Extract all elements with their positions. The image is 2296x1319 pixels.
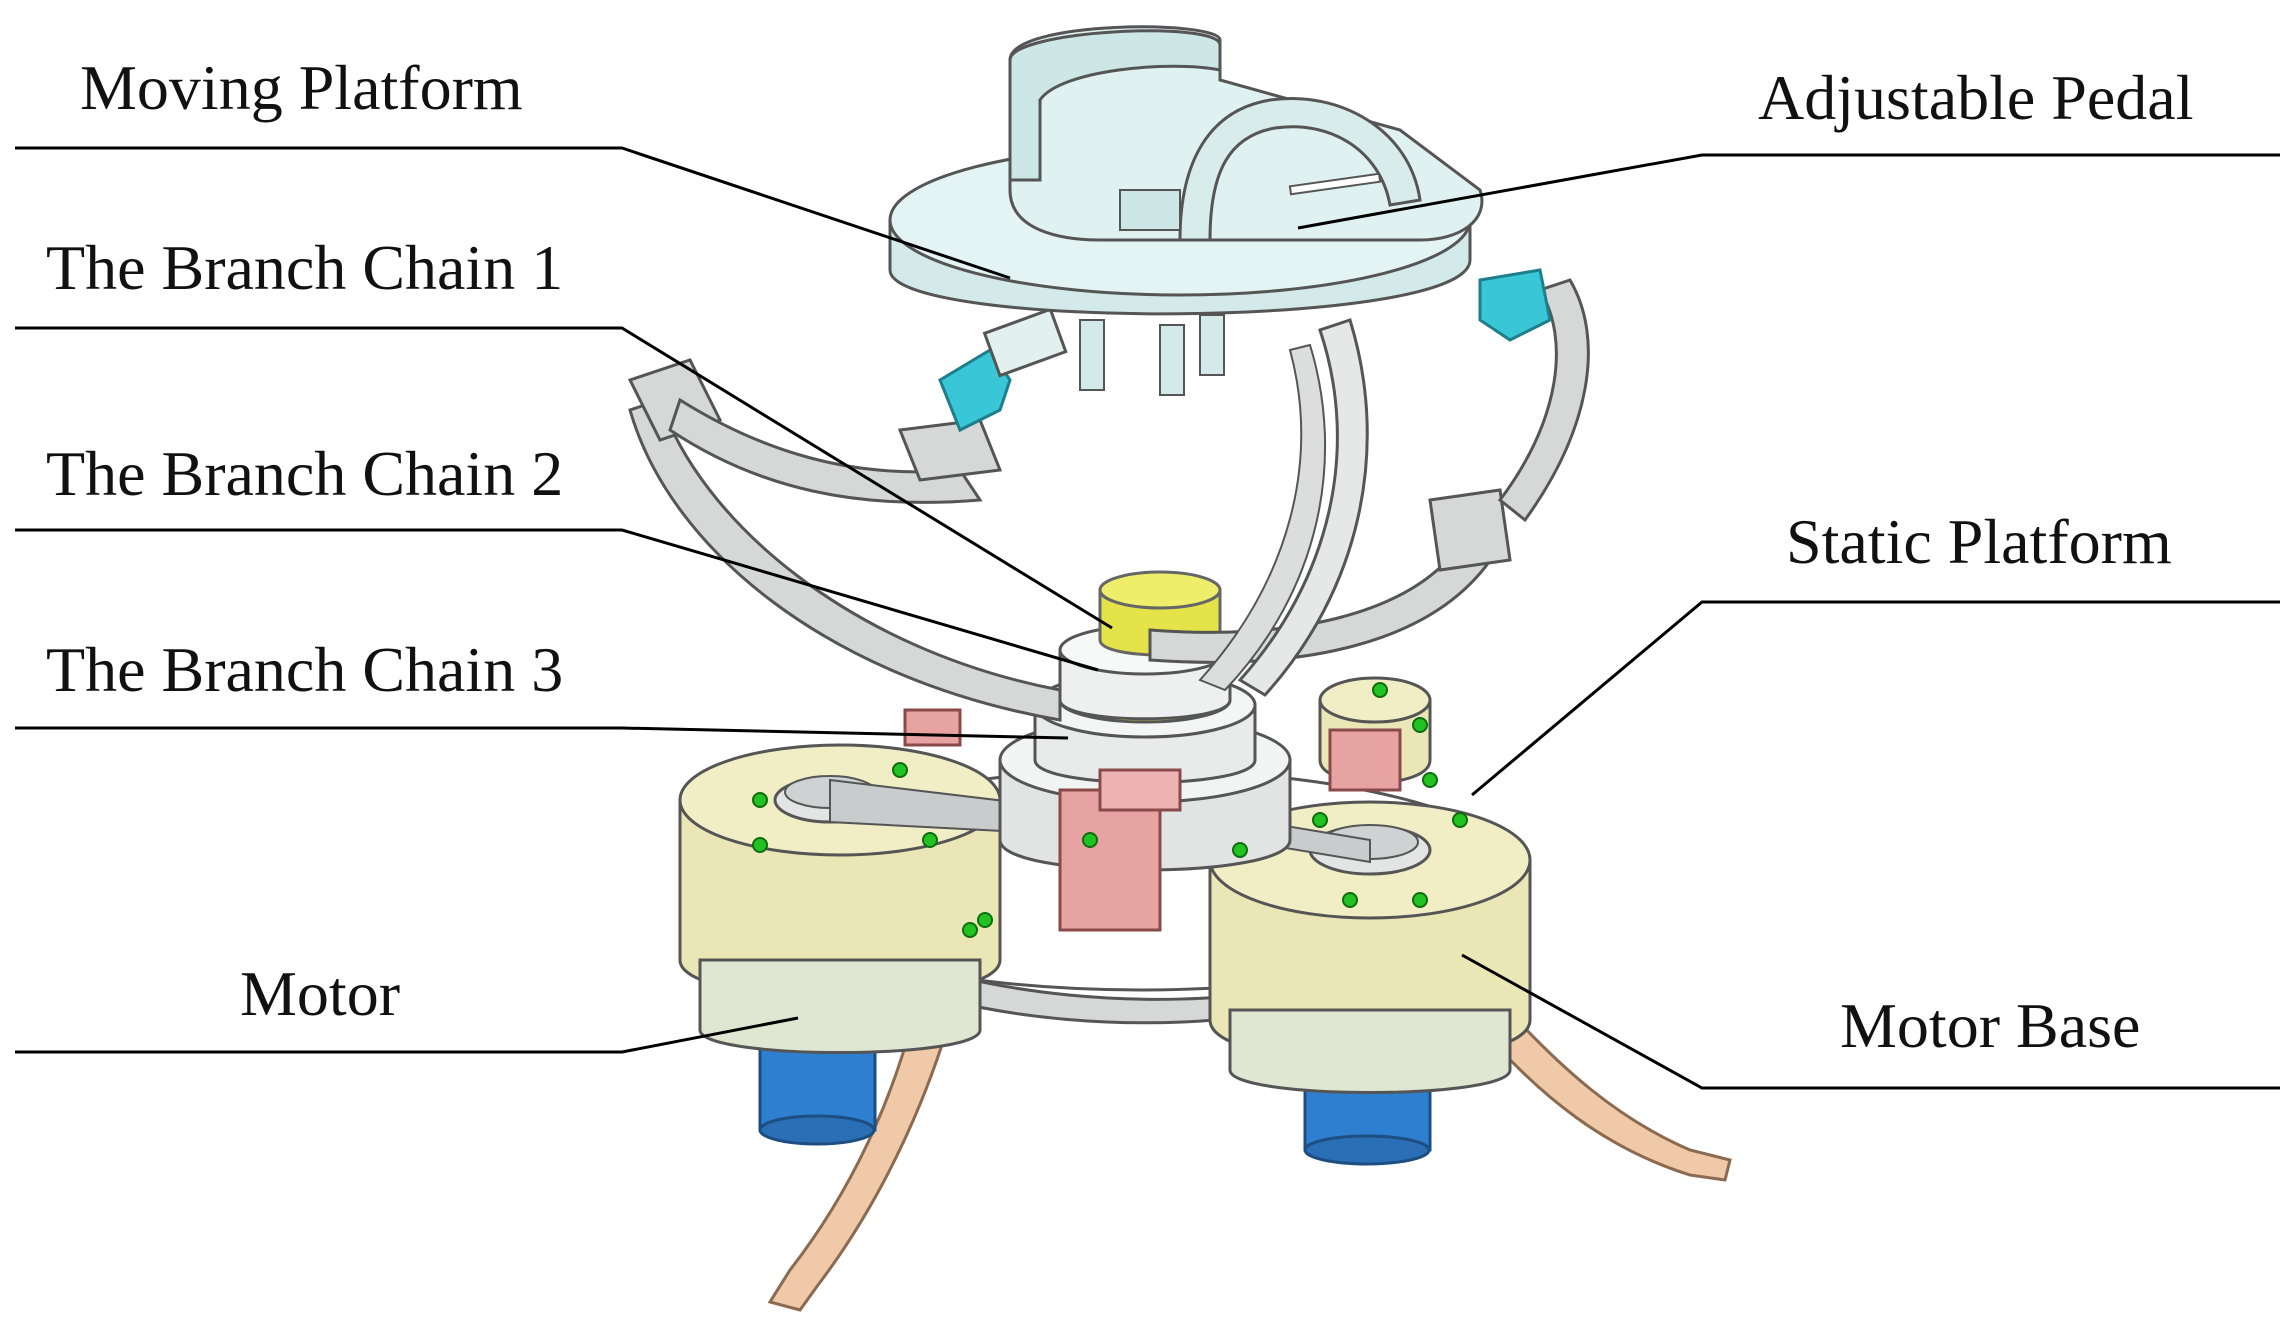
arc-link-upper-left bbox=[668, 397, 1003, 504]
label-branch-chain-2: The Branch Chain 2 bbox=[46, 438, 564, 509]
leader-adjustable-pedal bbox=[1297, 153, 2280, 230]
leader-branch-chain-2 bbox=[15, 528, 1099, 672]
label-moving-platform: Moving Platform bbox=[80, 52, 523, 123]
arc-chain-back bbox=[1198, 318, 1369, 697]
label-motor-base: Motor Base bbox=[1840, 990, 2141, 1061]
leader-moving-platform bbox=[15, 146, 1011, 280]
label-motor: Motor bbox=[240, 958, 400, 1029]
green-screws bbox=[752, 682, 1468, 938]
label-adjustable-pedal: Adjustable Pedal bbox=[1758, 62, 2194, 133]
leader-motor bbox=[15, 1016, 799, 1054]
leader-branch-chain-3 bbox=[15, 726, 1069, 740]
label-branch-chain-1: The Branch Chain 1 bbox=[46, 232, 564, 303]
leader-static-platform bbox=[1471, 600, 2280, 797]
cyan-joint-right bbox=[1478, 268, 1552, 342]
pink-blocks bbox=[903, 708, 1402, 932]
adjustable-pedal bbox=[1008, 25, 1484, 242]
leader-lines bbox=[15, 146, 2280, 1090]
leg-left bbox=[767, 988, 960, 1312]
leader-branch-chain-1 bbox=[15, 326, 1113, 630]
label-static-platform: Static Platform bbox=[1786, 506, 2172, 577]
cyan-joint-left bbox=[938, 307, 1068, 433]
leader-motor-base bbox=[1461, 953, 2280, 1090]
label-branch-chain-3: The Branch Chain 3 bbox=[46, 634, 564, 705]
